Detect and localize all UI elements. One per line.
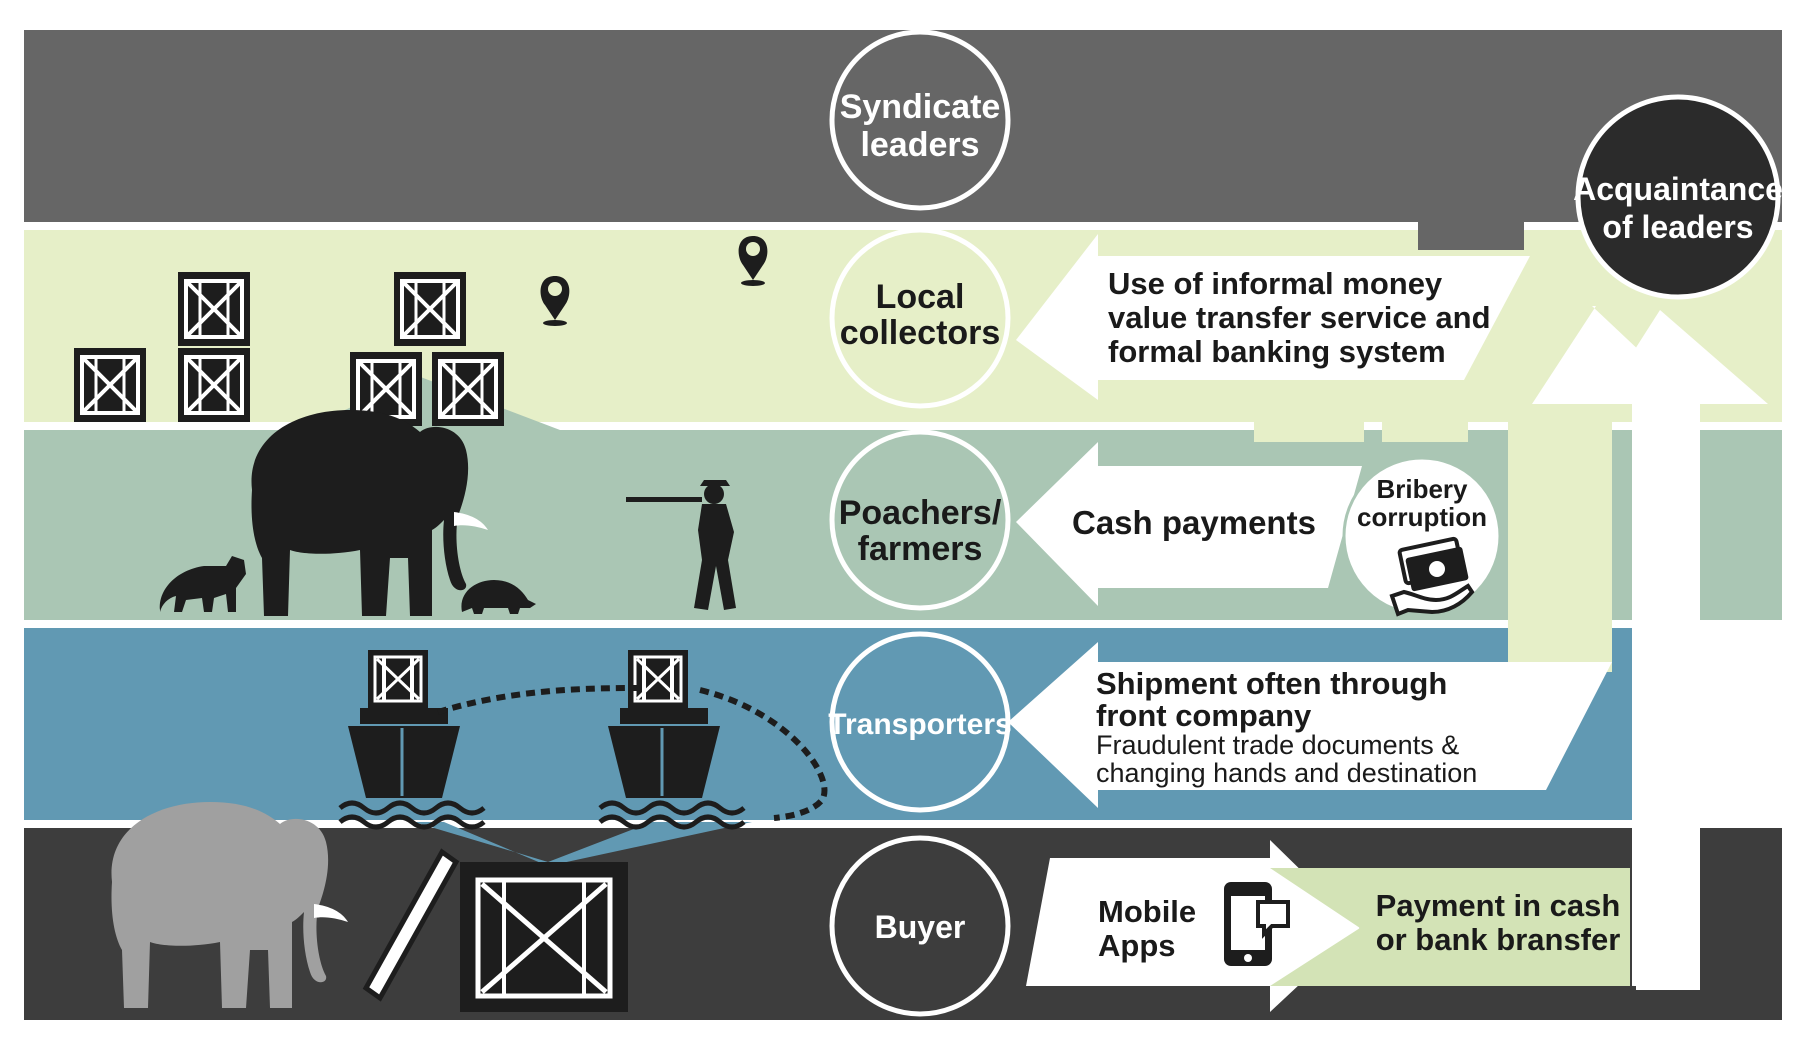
connector-col-3 xyxy=(1508,406,1612,672)
shipping-route xyxy=(437,685,828,821)
role-poachers-line-1: Poachers/ xyxy=(839,494,1002,532)
circle-collectors xyxy=(829,227,1011,409)
hunter-icon xyxy=(626,480,736,610)
role-buyer: Buyer xyxy=(875,909,966,945)
role-poachers-line-2: farmers xyxy=(858,530,983,568)
arrow-payment xyxy=(1270,868,1630,986)
circle-poachers xyxy=(829,429,1011,611)
arrow-cash-payments xyxy=(1016,442,1362,606)
crate-icon xyxy=(460,862,628,1012)
crate-icon xyxy=(72,346,148,424)
connector-col-2 xyxy=(1382,406,1468,442)
shipment-title-line-2: front company xyxy=(1096,698,1312,733)
shipment-detail-line-2: changing hands and destination xyxy=(1096,758,1477,788)
payment-line-2: or bank bransfer xyxy=(1376,922,1621,957)
arrow-up-leaders-head xyxy=(1600,310,1768,404)
crate-icon xyxy=(176,270,252,348)
crate-icon xyxy=(430,350,506,428)
elephant-icon xyxy=(111,802,349,1008)
mobile-apps-line-1: Mobile xyxy=(1098,894,1196,929)
bribery-line-1: Bribery xyxy=(1376,474,1468,504)
role-transporters: Transporters xyxy=(828,708,1011,741)
smartphone-icon xyxy=(1224,882,1290,966)
cash-payments-label: Cash payments xyxy=(1072,504,1316,541)
role-acquaintance-line-2: of leaders xyxy=(1602,209,1753,245)
connector-top xyxy=(1418,196,1524,250)
crate-lid xyxy=(362,848,460,1002)
shipping-fan xyxy=(414,822,752,866)
cash-hand-icon xyxy=(1389,536,1475,617)
role-syndicate-line-1: Syndicate xyxy=(840,88,1001,126)
role-collectors-line-2: collectors xyxy=(840,314,1001,352)
arrow-up-leaders-shaft xyxy=(1636,400,1700,990)
circle-syndicate xyxy=(829,29,1011,211)
crate-icon xyxy=(392,270,468,348)
crate-icon xyxy=(176,346,252,424)
payment-line-1: Payment in cash xyxy=(1376,888,1621,923)
mobile-apps-line-2: Apps xyxy=(1098,928,1176,963)
arrow-shipment xyxy=(1008,642,1612,808)
shipment-title-line-1: Shipment often through xyxy=(1096,666,1447,701)
arrow-money-transfer xyxy=(1016,234,1530,400)
money-transfer-line-3: formal banking system xyxy=(1108,334,1446,369)
tiger-icon xyxy=(159,556,246,612)
circle-buyer xyxy=(829,835,1011,1017)
money-transfer-line-2: value transfer service and xyxy=(1108,300,1491,335)
money-transfer-line-1: Use of informal money xyxy=(1108,266,1443,301)
role-syndicate-line-2: leaders xyxy=(860,126,979,164)
armadillo-icon xyxy=(461,580,536,614)
elephant-icon xyxy=(251,410,488,616)
circle-transporters xyxy=(829,631,1011,813)
bribery-line-2: corruption xyxy=(1357,502,1487,532)
arrow-mobile xyxy=(1026,840,1360,1012)
circle-acquaintance xyxy=(1575,94,1781,300)
shipment-detail-line-1: Fraudulent trade documents & xyxy=(1096,730,1459,760)
role-collectors-line-1: Local xyxy=(876,278,965,316)
connector-col-1 xyxy=(1254,406,1364,442)
role-acquaintance-line-1: Acquaintance xyxy=(1573,171,1783,207)
arrow-up-leaders-foot xyxy=(1632,950,1700,986)
